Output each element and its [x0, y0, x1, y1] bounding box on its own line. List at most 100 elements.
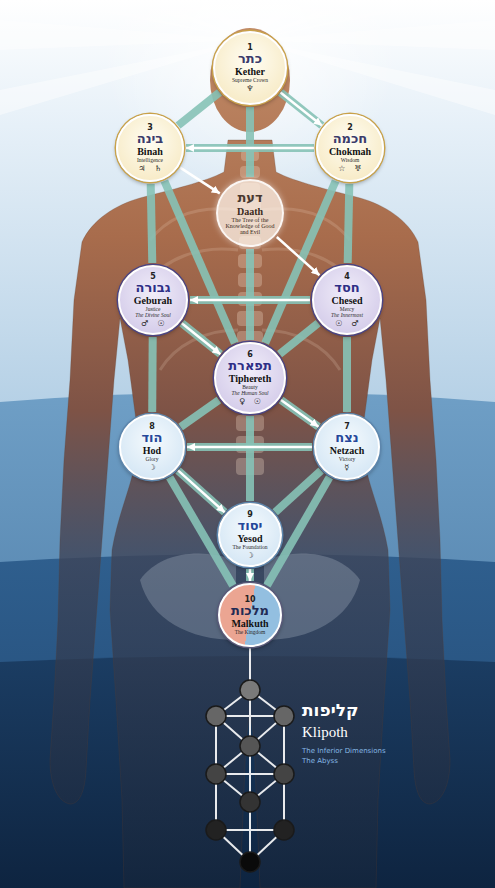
- sephirah-number: 8: [149, 422, 155, 431]
- hebrew-name: דעת: [237, 191, 262, 206]
- flash-arrow: [180, 168, 220, 194]
- sephirah-circle: 5גבורהGeburahJusticeThe Divine Soul♂☉: [118, 265, 188, 335]
- human-figure: [50, 28, 450, 888]
- planet-symbol: ☆: [338, 164, 345, 173]
- sephirah-number: 9: [247, 510, 253, 519]
- circle-content: 4חסדChesedMercyThe Innermost☉♂: [331, 272, 363, 329]
- path-line: [246, 107, 254, 177]
- circle-content: 1כתרKetherSupreme Crown♆: [232, 43, 268, 94]
- sephirah-circle: 1כתרKetherSupreme Crown♆: [213, 31, 287, 105]
- symbol-row: ☉♂: [335, 319, 358, 328]
- symbol-row: ♃♄: [138, 164, 161, 173]
- sephirah-name: Yesod: [237, 533, 262, 544]
- sephirah-circle: 9יסודYesodThe Foundation☽: [218, 503, 282, 567]
- circle-content: 5גבורהGeburahJusticeThe Divine Soul♂☉: [134, 272, 172, 329]
- path-line: [246, 249, 254, 340]
- flash-arrow: [249, 569, 252, 581]
- sephirah-number: 6: [247, 350, 253, 359]
- hebrew-name: גבורה: [136, 281, 171, 296]
- sephirah-meaning: Intelligence: [137, 157, 163, 163]
- circle-content: 7נצחNetzachVictory☿: [330, 422, 364, 473]
- klipoth-label: קליפות: [302, 700, 358, 720]
- flash-arrow: [281, 92, 322, 125]
- sephirah-circle: 6תפארתTipherethBeautyThe Human Soul♀☉: [214, 342, 286, 414]
- soul-note: The Divine Soul: [135, 312, 170, 318]
- sephirah-number: 1: [247, 43, 253, 52]
- sephirah-number: 2: [347, 123, 353, 132]
- hebrew-name: חסד: [334, 281, 359, 296]
- flash-arrow: [190, 299, 310, 302]
- klipoth-label: The Inferior Dimensions: [302, 747, 386, 755]
- sephirah-meaning: The Tree of the Knowledge of Good and Ev…: [225, 217, 275, 235]
- circle-content: 2חכמהChokmahWisdom☆♅: [329, 123, 371, 174]
- sephirah-name: Chokmah: [329, 146, 371, 157]
- flash-arrow: [277, 237, 320, 275]
- sephirah-number: 7: [344, 422, 350, 431]
- sephirah-name: Malkuth: [231, 618, 268, 629]
- hebrew-name: כתר: [238, 52, 262, 67]
- path-line: [246, 416, 254, 501]
- sephirah-meaning: Wisdom: [341, 157, 359, 163]
- hebrew-name: מלכות: [231, 604, 269, 619]
- sephirah-meaning: Beauty: [242, 384, 258, 390]
- symbol-row: ☆♅: [338, 164, 361, 173]
- sephirah-name: Tiphereth: [229, 373, 271, 384]
- sephirah-meaning: Glory: [146, 456, 159, 462]
- circle-content: 9יסודYesodThe Foundation☽: [233, 510, 268, 561]
- hebrew-name: יסוד: [238, 519, 263, 534]
- symbol-row: ☿: [345, 463, 350, 472]
- sephirah-number: 4: [344, 272, 350, 281]
- circle-content: 8הודHodGlory☽: [141, 422, 162, 473]
- sephirah-name: Hod: [143, 445, 161, 456]
- flash-arrow: [178, 470, 225, 512]
- planet-symbol: ♂: [141, 319, 148, 328]
- planet-symbol: ♆: [246, 84, 253, 93]
- symbol-row: ♀☉: [239, 397, 261, 406]
- soul-note: The Innermost: [331, 312, 363, 318]
- sephirah-circle: 2חכמהChokmahWisdom☆♅: [316, 114, 384, 182]
- sephirah-number: 5: [150, 272, 156, 281]
- sephirah-name: Daath: [237, 206, 263, 217]
- planet-symbol: ☿: [345, 463, 350, 472]
- path-line: [281, 400, 319, 427]
- planet-symbol: ☉: [335, 319, 342, 328]
- path-line: [186, 144, 314, 152]
- circle-content: דעתDaathThe Tree of the Knowledge of Goo…: [225, 191, 275, 235]
- flash-arrow: [182, 323, 221, 354]
- path-line: [246, 569, 254, 581]
- sephirah-meaning: Justice: [146, 306, 161, 312]
- sephirah-circle: 8הודHodGlory☽: [119, 414, 185, 480]
- sephirah-circle: 4חסדChesedMercyThe Innermost☉♂: [312, 265, 382, 335]
- path-line: [348, 184, 350, 263]
- circle-content: 10מלכותMalkuthThe Kingdom: [231, 595, 269, 636]
- sephirah-name: Netzach: [330, 445, 364, 456]
- path-line: [148, 337, 157, 412]
- planet-symbol: ♅: [355, 164, 362, 173]
- sephirah-meaning: Supreme Crown: [232, 77, 268, 83]
- sephirah-circle: דעתDaathThe Tree of the Knowledge of Goo…: [216, 179, 284, 247]
- path-line: [182, 323, 221, 354]
- planet-symbol: ☽: [246, 551, 253, 560]
- klipoth-tree: [206, 648, 294, 872]
- sephirah-circle: 3בינהBinahIntelligence♃♄: [116, 114, 184, 182]
- planet-symbol: ♄: [154, 164, 161, 173]
- path-line: [280, 323, 319, 354]
- sephirah-circle: 10מלכותMalkuthThe Kingdom: [218, 583, 282, 647]
- hebrew-name: נצח: [335, 431, 358, 446]
- sephirah-name: Kether: [235, 66, 265, 77]
- planet-symbol: ♂: [352, 319, 359, 328]
- planet-symbol: ♀: [239, 397, 245, 406]
- sephirah-meaning: Victory: [339, 456, 355, 462]
- planet-symbol: ♃: [138, 164, 145, 173]
- hebrew-name: חכמה: [333, 132, 368, 147]
- symbol-row: ☽: [246, 551, 253, 560]
- flash-arrow: [281, 400, 319, 427]
- path-line: [343, 337, 351, 412]
- sephirah-name: Binah: [137, 146, 163, 157]
- hebrew-name: הוד: [141, 431, 162, 446]
- sephirah-number: 3: [147, 123, 153, 132]
- symbol-row: ☽: [148, 463, 155, 472]
- flash-arrow: [187, 446, 312, 449]
